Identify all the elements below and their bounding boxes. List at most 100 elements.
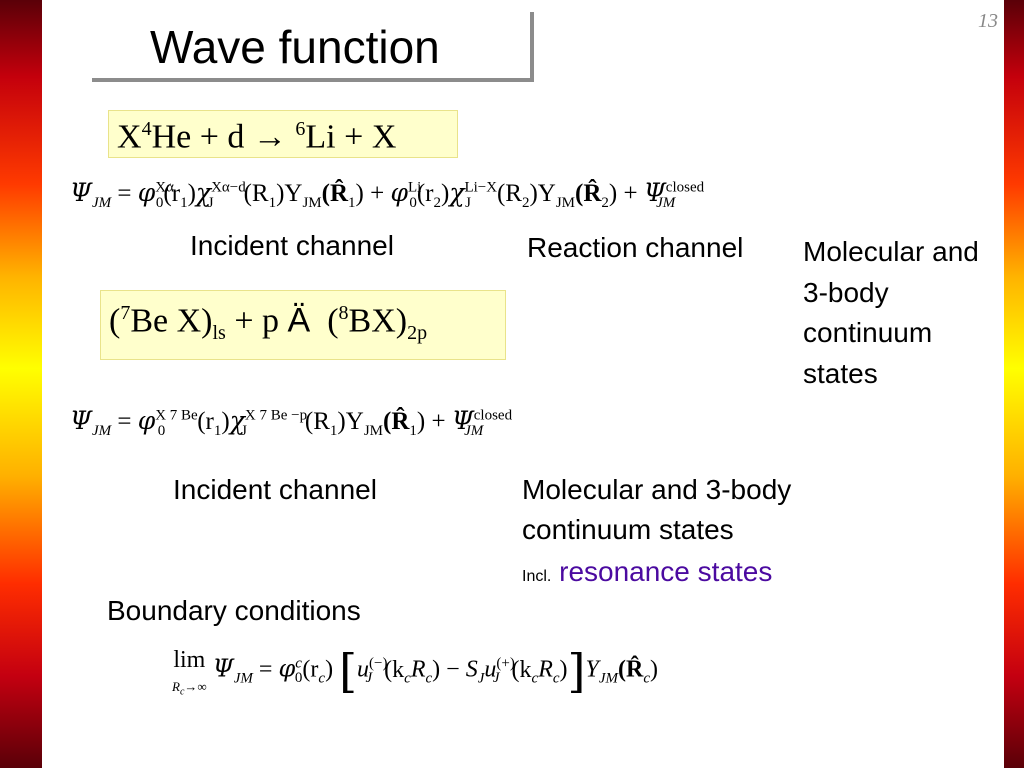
eq2-R1-sub: 1 xyxy=(329,423,338,439)
eq3-left-bracket: [ xyxy=(339,644,358,698)
rxn1-he: He xyxy=(151,118,192,156)
eq3-k2: (k xyxy=(511,656,532,683)
eq2-r1: (r xyxy=(197,408,214,435)
eq1-phi2-sub: 0 xyxy=(409,195,417,211)
eq1-R1: (R xyxy=(243,180,269,207)
eq1-equals: = xyxy=(117,180,132,207)
rxn1-plus-1: + xyxy=(199,118,219,156)
eq3-phi: φ xyxy=(278,654,296,683)
eq3-u2-sub: J xyxy=(492,670,500,687)
eq1-phi-sup: Xα xyxy=(155,179,174,196)
rxn2-bx: BX) xyxy=(348,302,408,340)
eq3-k1: (k xyxy=(384,656,405,683)
rxn2-arrow: Ä xyxy=(287,301,311,340)
eq1-psi-closed-sub: JM xyxy=(656,195,676,211)
eq1-chi-sub: J xyxy=(207,195,214,211)
rxn1-plus-2: + xyxy=(344,118,364,156)
molecular-continuum-label-2: Molecular and 3-body continuum states xyxy=(522,474,792,545)
eq2-close2: ) xyxy=(416,408,426,435)
eq2-phi-sub: 0 xyxy=(157,423,166,439)
incl-label: Incl. xyxy=(522,568,552,585)
eq3-r: (r xyxy=(302,656,319,683)
eq3-k1-sub: c xyxy=(404,670,411,687)
eq3-close1: ) xyxy=(325,656,334,683)
eq3-R1-sub: c xyxy=(425,670,433,687)
eq3-lim-R: R xyxy=(172,679,180,694)
eq1-close3: ) xyxy=(440,180,450,207)
eq1-chi: χ xyxy=(195,178,212,207)
eq2-plus: + xyxy=(431,408,446,435)
left-edge-gradient xyxy=(0,0,42,768)
eq1-psi: Ψ xyxy=(70,178,92,207)
eq3-close2: ) xyxy=(432,656,441,683)
eq3-R1: R xyxy=(410,656,426,683)
eq1-Rhat: (R̂ xyxy=(321,180,349,207)
eq1-Y: )Y xyxy=(276,180,303,207)
eq3-u2-sup: (+) xyxy=(496,655,515,672)
eq2-phi-sup: X 7 Be xyxy=(155,407,198,424)
rxn2-b-mass: 8 xyxy=(338,302,349,324)
eq3-right-bracket: ] xyxy=(567,644,586,698)
resonance-line: Incl. resonance states xyxy=(522,552,772,593)
eq1-psi-closed: Ψ xyxy=(643,178,666,207)
rxn2-open1: ( xyxy=(109,302,121,340)
eq3-Rhat: (R̂ xyxy=(618,656,644,683)
eq3-k2-sub: c xyxy=(531,670,539,687)
eq3-u1-sub: J xyxy=(365,670,373,687)
resonance-states-label: resonance states xyxy=(559,556,773,587)
reaction-channel-label: Reaction channel xyxy=(527,232,744,263)
eq2-Rhat: (R̂ xyxy=(383,408,410,435)
eq2-chi: χ xyxy=(229,406,245,435)
eq2-psi-closed-sub: JM xyxy=(464,423,484,439)
eq2-chi-sup: X 7 Be −p xyxy=(244,407,308,424)
eq3-u1-sup: (−) xyxy=(369,655,388,672)
eq3-minus: − xyxy=(446,656,460,683)
eq2-equals: = xyxy=(117,408,132,435)
eq1-R2: (R xyxy=(496,180,522,207)
eq2-psi-closed-sup: closed xyxy=(473,407,513,424)
eq1-phi2-sup: Li xyxy=(407,179,422,196)
eq1-R1-sub: 1 xyxy=(268,195,277,211)
eq1-Rhat-sub: 1 xyxy=(348,195,356,211)
rxn1-d: d xyxy=(227,118,245,156)
rxn1-li-mass: 6 xyxy=(295,118,306,140)
eq1-close1: ) xyxy=(187,180,196,207)
eq2-psi-sub: JM xyxy=(91,423,112,439)
eq2-Rhat-sub: 1 xyxy=(409,423,417,439)
eq3-lim: lim xyxy=(173,647,206,673)
equation-3: lim Rc→∞ ΨJM = φc0(rc) [u(−)J(kcRc) − SJ… xyxy=(172,648,658,698)
eq3-equals: = xyxy=(258,656,273,683)
eq1-Y-sub: JM xyxy=(302,195,322,211)
eq3-close3: ) xyxy=(559,656,568,683)
rxn2-open2: ( xyxy=(327,302,339,340)
incident-channel-label-2: Incident channel xyxy=(173,474,377,505)
reaction-box-1: X4He + d → 6Li + X xyxy=(108,110,458,158)
eq1-Rhat2: (R̂ xyxy=(575,180,602,207)
rxn1-x: X xyxy=(117,118,142,156)
eq1-phi-sub: 0 xyxy=(155,195,164,211)
rxn2-be-mass: 7 xyxy=(120,302,131,324)
boundary-conditions-label: Boundary conditions xyxy=(107,595,361,626)
eq3-phi-sup: c xyxy=(295,655,302,672)
eq1-r1: (r xyxy=(163,180,181,207)
rxn1-arrow: → xyxy=(252,118,287,156)
eq1-chi2-sup: Li−X xyxy=(464,179,498,196)
eq1-close2: ) xyxy=(355,180,364,207)
eq1-r1-sub: 1 xyxy=(180,195,188,211)
equation-2: ΨJM = φX 7 Be0(r1)χX 7 Be −pJ(R1)YJM(R̂1… xyxy=(70,406,512,439)
eq2-r1-sub: 1 xyxy=(213,423,222,439)
eq3-u2: u xyxy=(484,656,497,683)
rxn1-li: Li xyxy=(305,118,336,156)
eq2-R1: (R xyxy=(304,408,330,435)
eq3-close4: ) xyxy=(650,656,658,683)
rxn2-ls: ls xyxy=(212,322,226,345)
eq3-psi: Ψ xyxy=(212,654,234,683)
right-edge-gradient xyxy=(1004,0,1024,768)
eq1-chi-sup: Xα−d xyxy=(211,179,246,196)
eq1-Rhat2-sub: 2 xyxy=(601,195,609,211)
eq2-psi: Ψ xyxy=(70,406,92,435)
eq3-R2: R xyxy=(538,656,553,683)
eq1-chi2: χ xyxy=(449,178,465,207)
eq1-r2: (r xyxy=(416,180,434,207)
eq1-Y2: )Y xyxy=(529,180,556,207)
